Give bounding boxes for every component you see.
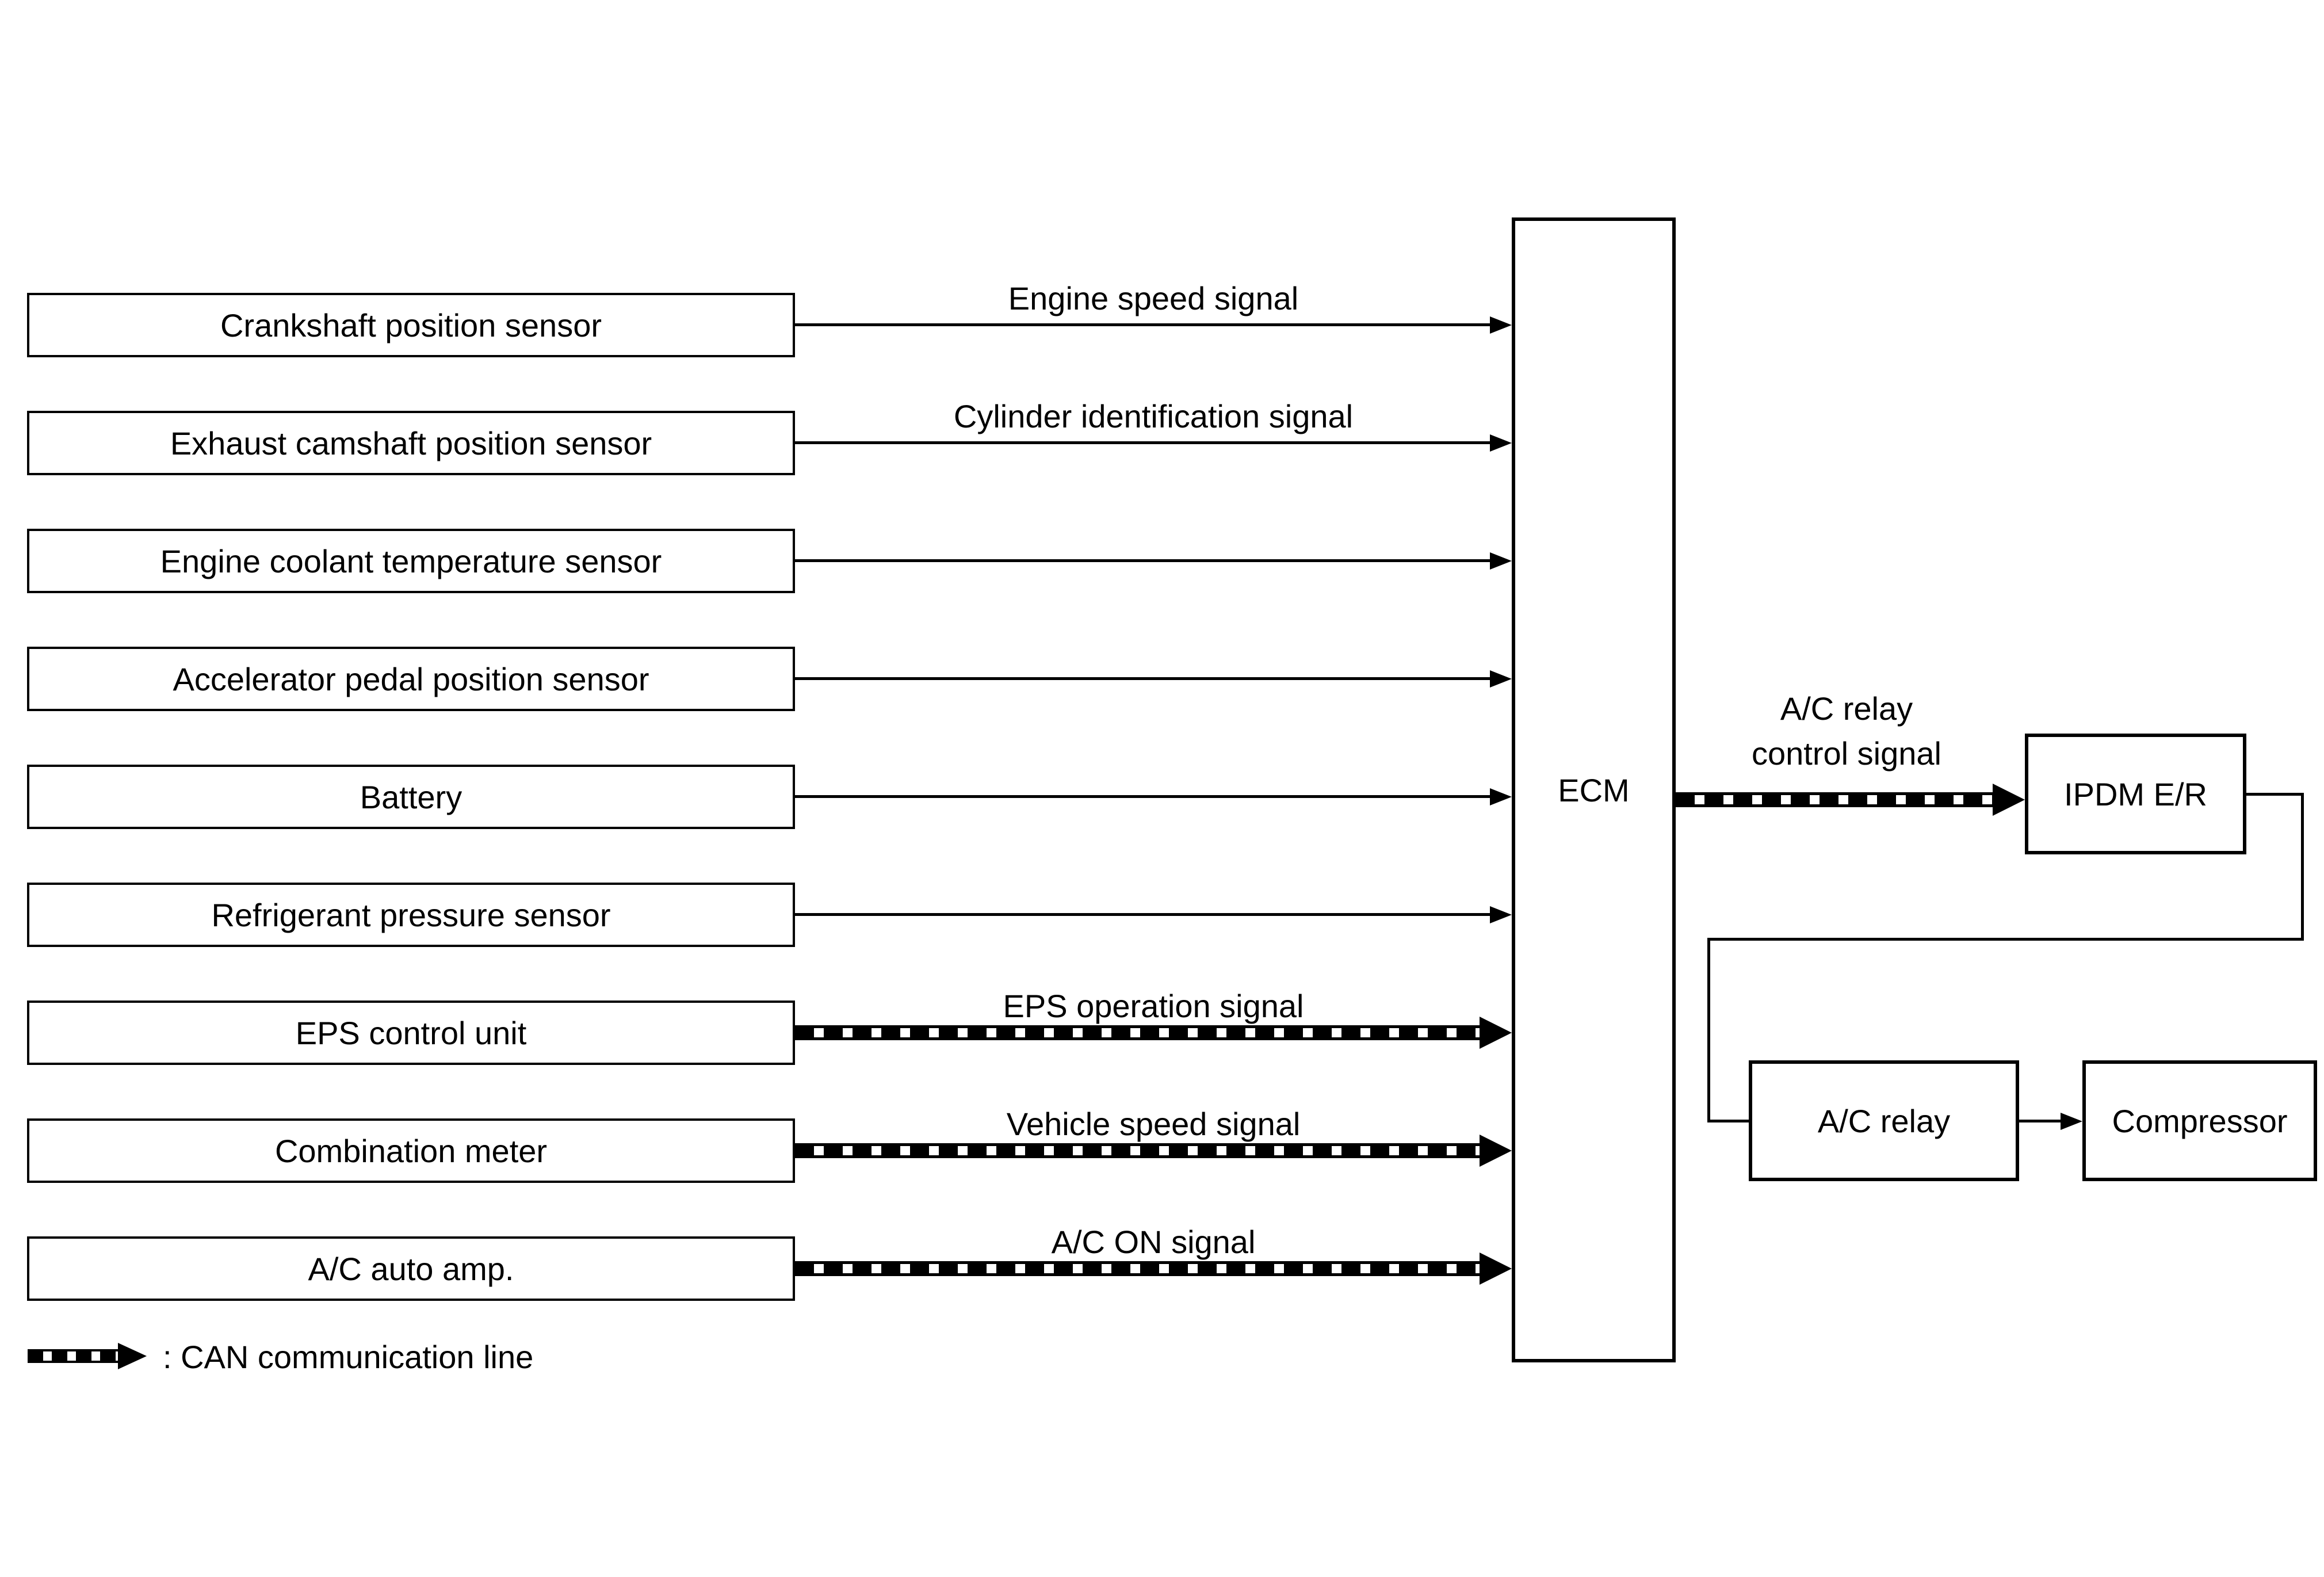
source-box-accelerator-pedal-position-sensor: Accelerator pedal position sensor [27, 647, 795, 711]
arrow-head-icon [1490, 788, 1512, 805]
arrow-head-icon [2061, 1113, 2082, 1130]
can-line-vehicle-speed [795, 1143, 1480, 1158]
source-box-label: Combination meter [274, 1132, 548, 1169]
arrow-head-icon [1993, 784, 2025, 816]
ac-relay-label: A/C relay [1817, 1102, 1951, 1139]
arrow-head-icon [1490, 552, 1512, 570]
arrow-head-icon [1480, 1017, 1512, 1049]
signal-label-ac-on: A/C ON signal [1051, 1224, 1256, 1260]
source-box-label: Exhaust camshaft position sensor [170, 425, 652, 461]
signal-label-engine-speed: Engine speed signal [1008, 280, 1299, 316]
source-box-label: Refrigerant pressure sensor [211, 896, 611, 933]
connector-line [2246, 793, 2304, 796]
ipdm-er-label: IPDM E/R [2064, 776, 2207, 812]
ac-relay-box: A/C relay [1749, 1060, 2019, 1181]
ipdm-er-box: IPDM E/R [2025, 734, 2246, 854]
relay-to-compressor-line [2019, 1120, 2061, 1122]
source-box-combination-meter: Combination meter [27, 1118, 795, 1183]
ecm-label: ECM [1558, 772, 1630, 808]
connector-line [1707, 938, 2304, 941]
source-box-label: Engine coolant temperature sensor [160, 543, 662, 579]
can-line-ac-on [795, 1261, 1480, 1276]
signal-label-eps-operation: EPS operation signal [1003, 988, 1304, 1024]
arrow-head-icon [1490, 434, 1512, 452]
signal-line-cylinder-identification [795, 441, 1490, 444]
compressor-box: Compressor [2082, 1060, 2317, 1181]
arrow-head-icon [1480, 1253, 1512, 1285]
source-box-label: Crankshaft position sensor [220, 307, 602, 343]
arrow-head-icon [1490, 316, 1512, 334]
connector-line [1707, 938, 1710, 1122]
source-box-refrigerant-pressure-sensor: Refrigerant pressure sensor [27, 883, 795, 947]
source-box-label: EPS control unit [295, 1014, 527, 1051]
arrow-head-icon [118, 1343, 147, 1369]
source-box-exhaust-camshaft-position-sensor: Exhaust camshaft position sensor [27, 411, 795, 475]
compressor-label: Compressor [2112, 1102, 2288, 1139]
signal-label-vehicle-speed: Vehicle speed signal [1006, 1106, 1301, 1142]
source-box-label: Battery [360, 778, 462, 815]
signal-line-battery [795, 795, 1490, 798]
signal-line-refrigerant-pressure [795, 913, 1490, 916]
signal-label-cylinder-identification: Cylinder identification signal [953, 398, 1354, 434]
arrow-head-icon [1480, 1135, 1512, 1167]
connector-line [2301, 793, 2304, 941]
source-box-crankshaft-position-sensor: Crankshaft position sensor [27, 293, 795, 357]
can-line-ac-relay-control [1676, 792, 1993, 807]
ac-relay-control-signal-label-line2: control signal [1752, 735, 1941, 772]
source-box-engine-coolant-temperature-sensor: Engine coolant temperature sensor [27, 529, 795, 593]
signal-line-accelerator-pedal-position [795, 677, 1490, 680]
arrow-head-icon [1490, 670, 1512, 688]
ecm-box: ECM [1512, 217, 1676, 1362]
source-box-ac-auto-amp: A/C auto amp. [27, 1236, 795, 1301]
source-box-label: Accelerator pedal position sensor [173, 660, 649, 697]
source-box-eps-control-unit: EPS control unit [27, 1001, 795, 1065]
signal-line-engine-coolant-temperature [795, 559, 1490, 562]
legend-label: : CAN communication line [163, 1339, 534, 1375]
source-box-label: A/C auto amp. [308, 1250, 514, 1287]
signal-line-engine-speed [795, 323, 1490, 326]
arrow-head-icon [1490, 906, 1512, 923]
legend-can-line-sample [28, 1349, 118, 1363]
ac-relay-control-signal-label-line1: A/C relay [1780, 690, 1913, 727]
can-line-eps-operation [795, 1025, 1480, 1040]
source-box-battery: Battery [27, 765, 795, 829]
connector-line [1707, 1120, 1749, 1122]
